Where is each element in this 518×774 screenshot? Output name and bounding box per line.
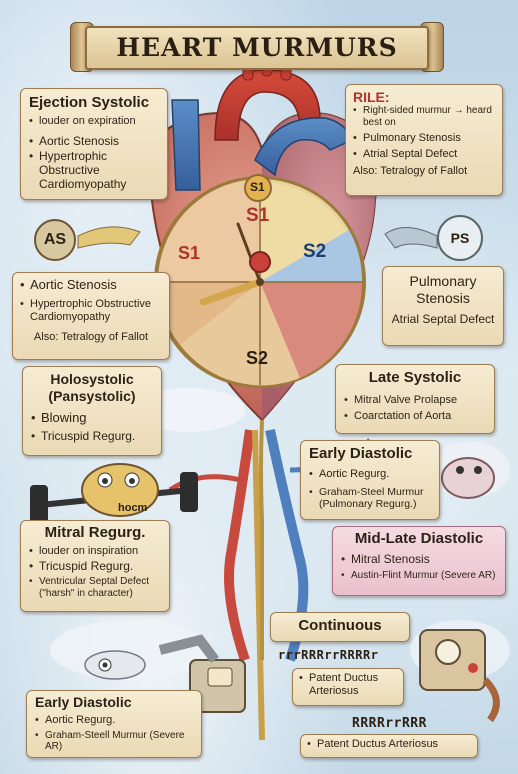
early-diastolic-left-heading: Early Diastolic [35,694,132,710]
bottom-right-sound: RRRRrrRRR [352,716,427,731]
early-diastolic-right-card: Early Diastolic Aortic Regurg. Graham-St… [300,440,440,520]
list-item: Austin-Flint Murmur (Severe AR) [341,570,497,582]
as-badge-label: AS [43,231,67,248]
as-card-also: Also: Tetralogy of Fallot [33,331,149,344]
early-diastolic-right-heading: Early Diastolic [309,445,413,462]
as-badge: AS [37,226,73,254]
pulmonary-stenosis-card: Pulmonary Stenosis Atrial Septal Defect [382,266,504,346]
list-item: Tricuspid Regurg. [31,429,153,444]
list-item: louder on inspiration [29,545,161,558]
clock-s2-bottom: S2 [246,348,269,368]
atrial-septal-defect-label: Atrial Septal Defect [391,311,495,326]
list-item: Aortic Stenosis [20,277,162,293]
ps-badge-label: PS [450,230,470,246]
mitral-regurg-heading: Mitral Regurg. [44,524,146,541]
early-diastolic-left-card: Early Diastolic Aortic Regurg. Graham-St… [26,690,202,758]
late-systolic-card: Late Systolic Mitral Valve Prolapse Coar… [335,364,495,434]
list-item: Aortic Stenosis [29,134,159,149]
title-banner: HEART MURMURS [85,26,429,70]
rile-card: RILE: Right-sided murmur → heard best on… [345,84,503,196]
list-item: Graham-Steell Murmur (Severe AR) [35,730,193,753]
ejection-systolic-card: Ejection Systolic louder on expiration A… [20,88,168,200]
clock-s2-right: S2 [303,241,327,262]
rile-heading: RILE: [353,89,390,105]
hocm-label: hocm [118,502,148,514]
clock-s1-left: S1 [178,243,201,263]
list-item: Right-sided murmur → heard best on [353,105,495,128]
clock-s1-top: S1 [246,205,270,226]
mid-late-diastolic-card: Mid-Late Diastolic Mitral Stenosis Austi… [332,526,506,596]
continuous-card: Continuous [270,612,410,642]
rile-also: Also: Tetralogy of Fallot [353,165,468,178]
clock-top-badge: S1 [250,180,265,194]
list-item: Mitral Stenosis [341,552,497,567]
late-systolic-heading: Late Systolic [368,369,462,386]
continuous-items-card: Patent Ductus Arteriosus [292,668,404,706]
holosystolic-heading: Holosystolic (Pansystolic) [48,371,136,404]
list-item: Tricuspid Regurg. [29,559,161,574]
list-item: Mitral Valve Prolapse [344,394,486,407]
holosystolic-card: Holosystolic (Pansystolic) Blowing Tricu… [22,366,162,456]
ejection-systolic-heading: Ejection Systolic [29,94,150,111]
list-item: Ventricular Septal Defect ("harsh" in ch… [29,576,161,599]
list-item: Hypertrophic Obstructive Cardiomyopathy [29,149,159,191]
page-title: HEART MURMURS [116,33,398,62]
list-item: Hypertrophic Obstructive Cardiomyopathy [20,298,162,323]
continuous-heading: Continuous [298,617,382,634]
list-item: Graham-Steel Murmur (Pulmonary Regurg.) [309,486,431,510]
list-item: Blowing [31,410,153,426]
ps-badge: PS [442,224,478,252]
mitral-regurg-card: Mitral Regurg. louder on inspiration Tri… [20,520,170,612]
list-item: Aortic Regurg. [35,714,193,727]
list-item: Patent Ductus Arteriosus [307,738,471,751]
mid-late-diastolic-heading: Mid-Late Diastolic [354,530,484,547]
continuous-sound: rrrRRRrrRRRRr [278,648,379,662]
pulmonary-stenosis-label: Pulmonary Stenosis [409,273,477,306]
list-item: Patent Ductus Arteriosus [299,672,397,697]
list-item: Aortic Regurg. [309,468,431,481]
list-item: Atrial Septal Defect [353,148,495,161]
list-item: louder on expiration [29,115,159,128]
list-item: Coarctation of Aorta [344,410,486,423]
aortic-stenosis-card: Aortic Stenosis Hypertrophic Obstructive… [12,272,170,360]
list-item: Pulmonary Stenosis [353,132,495,145]
bottom-right-card: Patent Ductus Arteriosus [300,734,478,758]
